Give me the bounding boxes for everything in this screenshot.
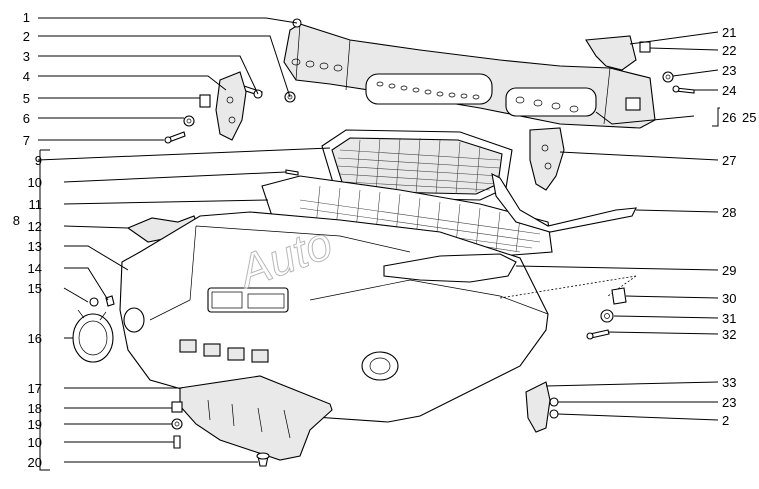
bolt-24 (672, 85, 695, 94)
upper-grille-9 (321, 129, 513, 201)
clip-30 (611, 287, 627, 305)
callout-label: 27 (722, 153, 736, 168)
splash-guard-29 (383, 253, 517, 283)
beam-side-bracket-21 (585, 35, 637, 71)
callout-label: 1 (23, 10, 30, 25)
callout-label: 25 (742, 110, 756, 125)
underguard-17 (179, 375, 333, 461)
callout-label: 18 (28, 401, 42, 416)
callout-label: 22 (722, 43, 736, 58)
bracket-33 (525, 381, 551, 433)
washer-31 (600, 309, 614, 323)
callout-label: 10 (28, 435, 42, 450)
washer-6 (183, 115, 195, 127)
callout-label: 19 (28, 417, 42, 432)
callout-label: 23 (722, 395, 736, 410)
callout-label: 7 (23, 133, 30, 148)
nut-23-lower (549, 397, 559, 407)
callout-label: 23 (722, 63, 736, 78)
callout-label: 15 (28, 281, 42, 296)
clip-22 (639, 41, 651, 53)
callout-label: 4 (23, 69, 30, 84)
callout-label: 21 (722, 25, 736, 40)
callout-label: 20 (28, 455, 42, 470)
callout-label: 26 (722, 110, 736, 125)
callout-label: 24 (722, 83, 736, 98)
bolt-32 (586, 329, 610, 340)
clip-5 (199, 94, 211, 108)
screw-10-lower (173, 435, 181, 449)
callout-label: 30 (722, 291, 736, 306)
callout-label: 12 (28, 219, 42, 234)
washer-19 (171, 418, 183, 430)
callout-label: 28 (722, 205, 736, 220)
callout-label: 9 (35, 153, 42, 168)
callout-label: 16 (28, 331, 42, 346)
nut-2-lower (549, 409, 559, 419)
callout-label: 32 (722, 327, 736, 342)
nut-15 (89, 297, 99, 307)
callout-label: 10 (28, 175, 42, 190)
callout-label: 6 (23, 111, 30, 126)
callout-label: 5 (23, 91, 30, 106)
clip-14 (105, 295, 115, 307)
bolt-7 (164, 131, 186, 144)
callout-label: 3 (23, 49, 30, 64)
callout-label: 29 (722, 263, 736, 278)
screw-20 (256, 452, 270, 467)
callout-label: 33 (722, 375, 736, 390)
callout-label: 14 (28, 261, 42, 276)
clip-18 (171, 401, 183, 413)
callout-label: 11 (29, 197, 43, 212)
nut-23-upper (662, 71, 674, 83)
callout-label: 2 (722, 413, 729, 428)
leader-lines (37, 17, 720, 471)
callout-label: 2 (23, 29, 30, 44)
callout-label: 13 (28, 239, 42, 254)
bracket-27 (529, 127, 565, 191)
screw-10 (285, 169, 299, 176)
bracket-4 (215, 71, 247, 141)
bumper-beam (283, 23, 656, 129)
callout-label: 31 (722, 311, 736, 326)
callout-label: 17 (28, 381, 42, 396)
fog-lamp-16 (72, 309, 114, 363)
trim-strip-28 (491, 173, 637, 233)
callout-label: 8 (13, 213, 20, 228)
